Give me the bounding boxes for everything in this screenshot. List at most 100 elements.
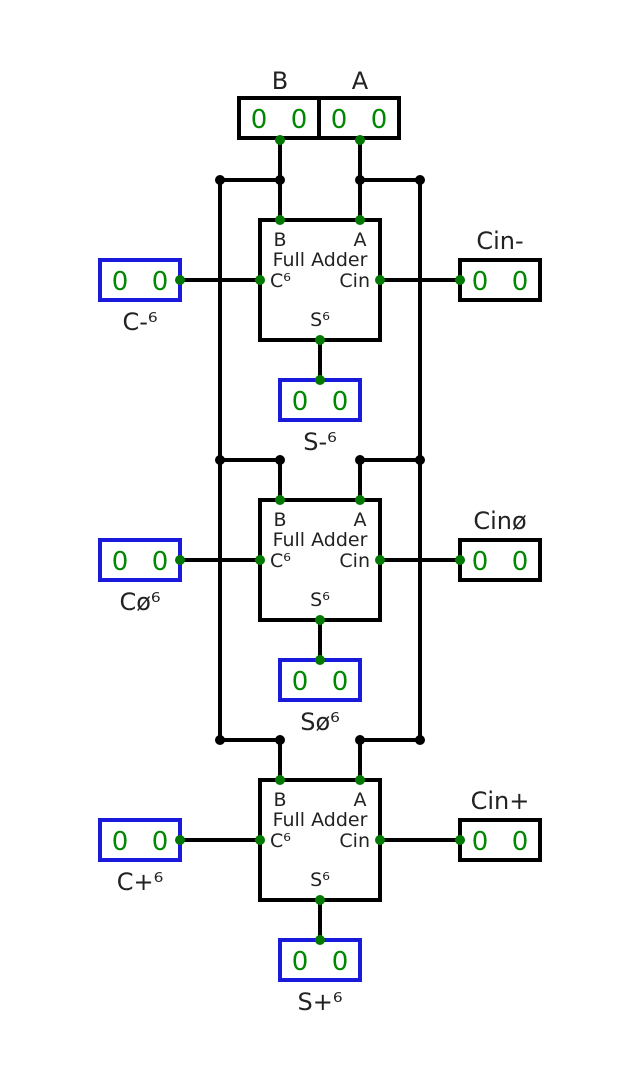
node-pin-cin bbox=[375, 835, 385, 845]
input-a-label: A bbox=[352, 67, 369, 95]
node-pin-cout bbox=[255, 835, 265, 845]
pin-cin-label: Cin bbox=[339, 270, 370, 292]
pin-cin-label: Cin bbox=[339, 550, 370, 572]
input-b-digit: 0 bbox=[251, 105, 268, 135]
sum-digit: 0 bbox=[292, 947, 309, 977]
junction-a bbox=[415, 735, 425, 745]
node-pin-s bbox=[315, 615, 325, 625]
pin-b-label: B bbox=[273, 229, 286, 251]
pin-s-label: S⁶ bbox=[310, 309, 330, 331]
carry-in-digit: 0 bbox=[512, 547, 529, 577]
carry-out-display[interactable] bbox=[98, 818, 182, 862]
carry-out-digit: 0 bbox=[112, 827, 129, 857]
node-pin-cin bbox=[375, 275, 385, 285]
carry-in-digit: 0 bbox=[512, 267, 529, 297]
node-carry-out-display bbox=[175, 555, 185, 565]
carry-in-label: Cinø bbox=[473, 507, 526, 535]
pin-s-label: S⁶ bbox=[310, 589, 330, 611]
node-carry-out-display bbox=[175, 835, 185, 845]
carry-in-display[interactable] bbox=[458, 538, 542, 582]
sum-display[interactable] bbox=[278, 938, 362, 982]
pin-cout-label: C⁶ bbox=[270, 830, 291, 852]
node-carry-in-display bbox=[455, 555, 465, 565]
sum-digit: 0 bbox=[292, 667, 309, 697]
node-sum-display bbox=[315, 375, 325, 385]
full-adder-box bbox=[258, 498, 382, 622]
carry-in-digit: 0 bbox=[472, 547, 489, 577]
node-pin-b bbox=[275, 215, 285, 225]
pin-cout-label: C⁶ bbox=[270, 550, 291, 572]
input-b-digit: 0 bbox=[291, 105, 308, 135]
carry-out-digit: 0 bbox=[152, 547, 169, 577]
nodes bbox=[175, 135, 465, 945]
carry-in-display[interactable] bbox=[458, 258, 542, 302]
junction-b bbox=[215, 735, 225, 745]
carry-out-label: C+⁶ bbox=[117, 868, 164, 896]
carry-in-digit: 0 bbox=[512, 827, 529, 857]
carry-out-digit: 0 bbox=[112, 267, 129, 297]
pin-cout-label: C⁶ bbox=[270, 270, 291, 292]
carry-out-label: Cø⁶ bbox=[119, 588, 160, 616]
node-pin-s bbox=[315, 895, 325, 905]
sum-digit: 0 bbox=[332, 667, 349, 697]
carry-in-display[interactable] bbox=[458, 818, 542, 862]
input-a-digit: 0 bbox=[331, 105, 348, 135]
carry-out-display[interactable] bbox=[98, 258, 182, 302]
node-carry-in-display bbox=[455, 275, 465, 285]
junction-b-tap bbox=[275, 735, 285, 745]
carry-out-display[interactable] bbox=[98, 538, 182, 582]
carry-out-digit: 0 bbox=[112, 547, 129, 577]
carry-out-label: C-⁶ bbox=[122, 308, 157, 336]
input-a-digit: 0 bbox=[371, 105, 388, 135]
sum-label: Sø⁶ bbox=[300, 708, 340, 736]
node-pin-a bbox=[355, 775, 365, 785]
input-b-label: B bbox=[272, 67, 288, 95]
node-pin-cin bbox=[375, 555, 385, 565]
node-pin-b bbox=[275, 495, 285, 505]
sum-label: S+⁶ bbox=[298, 988, 343, 1016]
carry-in-digit: 0 bbox=[472, 267, 489, 297]
adder-name: Full Adder bbox=[273, 809, 368, 831]
junction-a-tap bbox=[355, 735, 365, 745]
node-pin-b bbox=[275, 775, 285, 785]
carry-in-digit: 0 bbox=[472, 827, 489, 857]
pin-cin-label: Cin bbox=[339, 830, 370, 852]
pin-a-label: A bbox=[354, 509, 367, 531]
sum-digit: 0 bbox=[332, 947, 349, 977]
adder-name: Full Adder bbox=[273, 529, 368, 551]
node-pin-cout bbox=[255, 275, 265, 285]
junction-a bbox=[415, 455, 425, 465]
carry-out-digit: 0 bbox=[152, 267, 169, 297]
pin-b-label: B bbox=[273, 509, 286, 531]
node-sum-display bbox=[315, 655, 325, 665]
carry-in-label: Cin+ bbox=[471, 787, 530, 815]
junction-a-tap bbox=[355, 455, 365, 465]
node-pin-s bbox=[315, 335, 325, 345]
junction-a bbox=[415, 175, 425, 185]
junction-b-tap bbox=[275, 175, 285, 185]
pin-s-label: S⁶ bbox=[310, 869, 330, 891]
junction-b bbox=[215, 455, 225, 465]
junction-a-tap bbox=[355, 175, 365, 185]
node-a-out bbox=[355, 135, 365, 145]
junction-b-tap bbox=[275, 455, 285, 465]
sum-display[interactable] bbox=[278, 658, 362, 702]
node-pin-cout bbox=[255, 555, 265, 565]
pin-a-label: A bbox=[354, 229, 367, 251]
node-carry-out-display bbox=[175, 275, 185, 285]
node-pin-a bbox=[355, 215, 365, 225]
node-b-out bbox=[275, 135, 285, 145]
sum-digit: 0 bbox=[292, 387, 309, 417]
node-sum-display bbox=[315, 935, 325, 945]
sum-digit: 0 bbox=[332, 387, 349, 417]
node-carry-in-display bbox=[455, 835, 465, 845]
wires bbox=[178, 138, 462, 942]
junction-b bbox=[215, 175, 225, 185]
sum-label: S-⁶ bbox=[303, 428, 337, 456]
carry-in-label: Cin- bbox=[476, 227, 523, 255]
carry-out-digit: 0 bbox=[152, 827, 169, 857]
pin-a-label: A bbox=[354, 789, 367, 811]
adder-name: Full Adder bbox=[273, 249, 368, 271]
